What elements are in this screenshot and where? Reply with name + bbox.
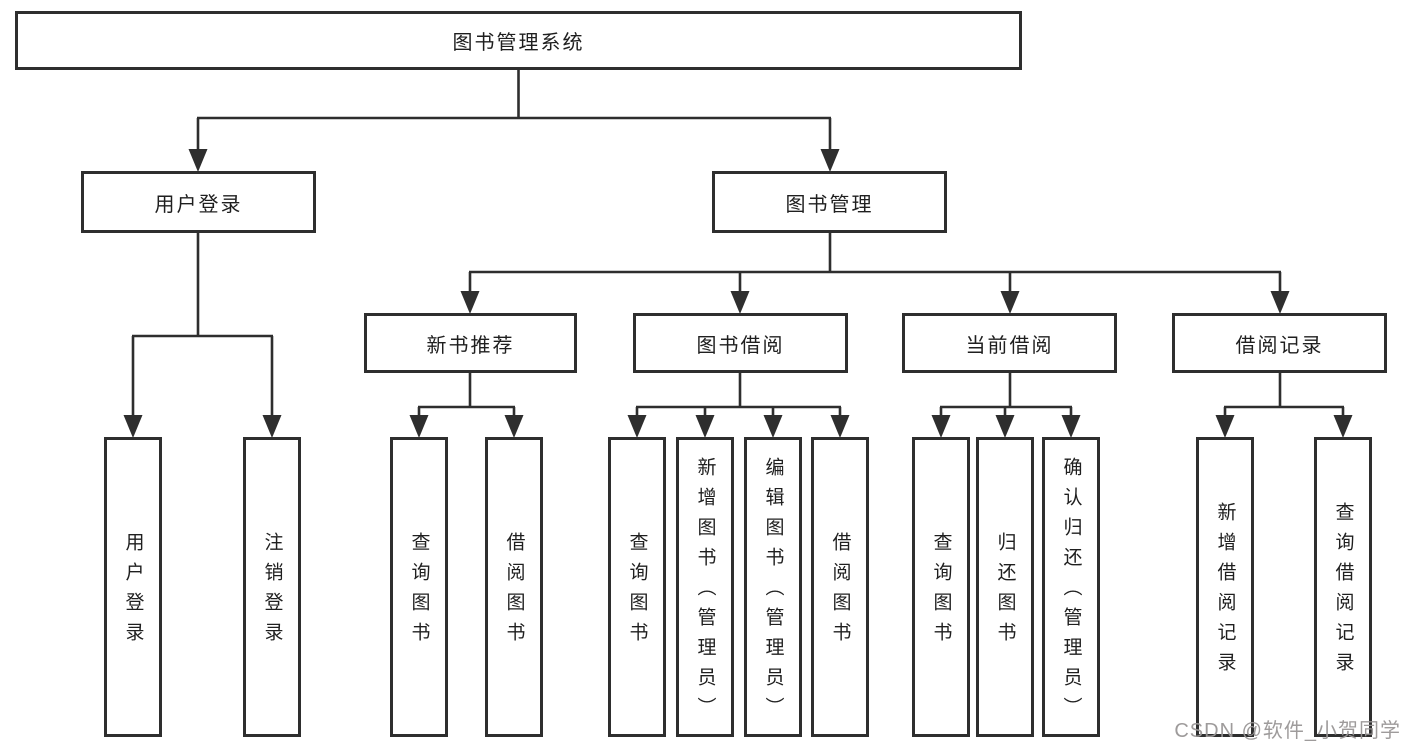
leaf-add-books-admin: 新增图书（管理员） [676, 437, 734, 737]
node-new-book-recommend: 新书推荐 [364, 313, 577, 373]
leaf-user-login: 用户登录 [104, 437, 162, 737]
node-book-borrowing-label: 图书借阅 [696, 334, 785, 357]
arrowhead-icon [1270, 291, 1290, 314]
leaf-query-books-current: 查询图书 [912, 437, 970, 737]
leaf-borrow-books-borrowing-label: 借阅图书 [829, 532, 851, 652]
node-library-system-label: 图书管理系统 [452, 32, 585, 54]
node-borrow-records: 借阅记录 [1172, 313, 1387, 373]
arrowhead-icon [504, 415, 524, 438]
arrowhead-icon [460, 291, 480, 314]
leaf-logout-login-label: 注销登录 [261, 532, 283, 652]
node-library-system: 图书管理系统 [15, 11, 1022, 70]
arrowhead-icon [262, 415, 282, 438]
leaf-confirm-return-admin-label: 确认归还（管理员） [1060, 457, 1082, 727]
csdn-watermark: CSDN @软件_小贺同学 [1174, 720, 1401, 742]
arrowhead-icon [820, 149, 840, 172]
arrowhead-icon [1061, 415, 1081, 438]
arrowhead-icon [763, 415, 783, 438]
node-current-borrowing: 当前借阅 [902, 313, 1117, 373]
node-user-login-label: 用户登录 [154, 193, 243, 216]
leaf-user-login-label: 用户登录 [122, 532, 144, 652]
leaf-query-borrow-record: 查询借阅记录 [1314, 437, 1372, 737]
leaf-query-books-recommend: 查询图书 [390, 437, 448, 737]
leaf-query-books-current-label: 查询图书 [930, 532, 952, 652]
node-borrow-records-label: 借阅记录 [1235, 334, 1324, 357]
leaf-query-borrow-record-label: 查询借阅记录 [1332, 502, 1354, 682]
leaf-return-books: 归还图书 [976, 437, 1034, 737]
leaf-add-borrow-record-label: 新增借阅记录 [1214, 502, 1236, 682]
node-book-management: 图书管理 [712, 171, 947, 233]
arrowhead-icon [730, 291, 750, 314]
leaf-edit-books-admin: 编辑图书（管理员） [744, 437, 802, 737]
arrowhead-icon [1215, 415, 1235, 438]
arrowhead-icon [1333, 415, 1353, 438]
leaf-query-books-borrowing: 查询图书 [608, 437, 666, 737]
node-user-login: 用户登录 [81, 171, 316, 233]
node-book-management-label: 图书管理 [785, 193, 874, 216]
leaf-return-books-label: 归还图书 [994, 532, 1016, 652]
leaf-borrow-books-recommend: 借阅图书 [485, 437, 543, 737]
leaf-edit-books-admin-label: 编辑图书（管理员） [762, 457, 784, 727]
arrowhead-icon [931, 415, 951, 438]
arrowhead-icon [409, 415, 429, 438]
leaf-query-books-borrowing-label: 查询图书 [626, 532, 648, 652]
leaf-logout-login: 注销登录 [243, 437, 301, 737]
node-current-borrowing-label: 当前借阅 [965, 334, 1054, 357]
leaf-confirm-return-admin: 确认归还（管理员） [1042, 437, 1100, 737]
leaf-borrow-books-recommend-label: 借阅图书 [503, 532, 525, 652]
leaf-borrow-books-borrowing: 借阅图书 [811, 437, 869, 737]
arrowhead-icon [1000, 291, 1020, 314]
node-new-book-recommend-label: 新书推荐 [426, 334, 515, 357]
arrowhead-icon [123, 415, 143, 438]
arrowhead-icon [627, 415, 647, 438]
leaf-add-borrow-record: 新增借阅记录 [1196, 437, 1254, 737]
arrowhead-icon [830, 415, 850, 438]
arrowhead-icon [995, 415, 1015, 438]
node-book-borrowing: 图书借阅 [633, 313, 848, 373]
arrowhead-icon [188, 149, 208, 172]
leaf-add-books-admin-label: 新增图书（管理员） [694, 457, 716, 727]
arrowhead-icon [695, 415, 715, 438]
leaf-query-books-recommend-label: 查询图书 [408, 532, 430, 652]
